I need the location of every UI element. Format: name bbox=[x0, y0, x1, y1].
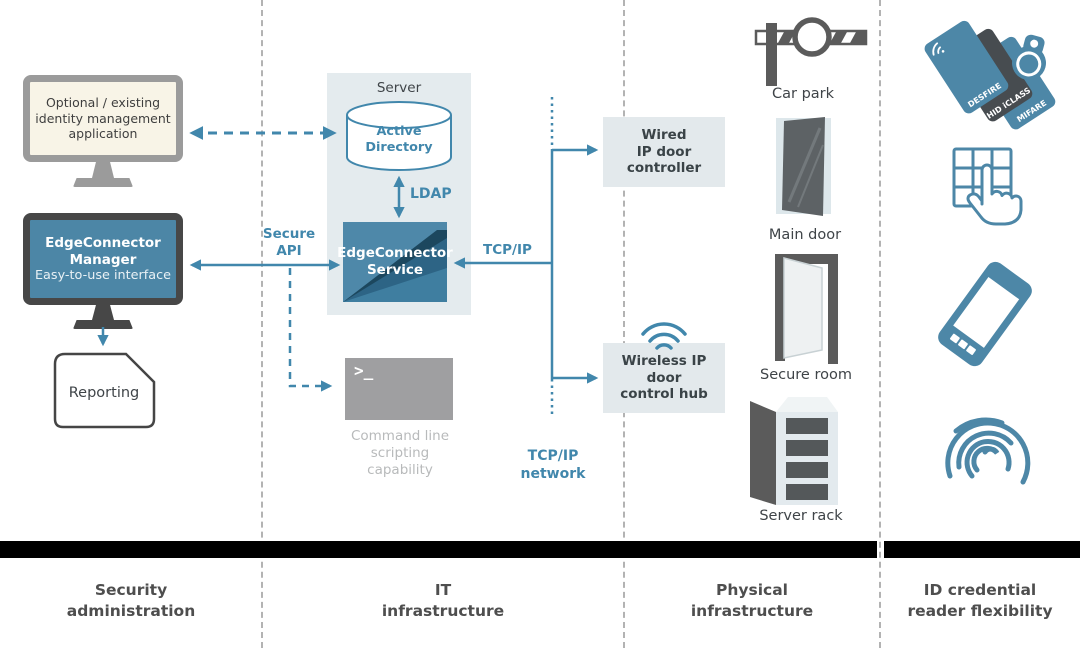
ldap-label: LDAP bbox=[410, 186, 452, 202]
manager-title: EdgeConnector Manager bbox=[45, 234, 161, 268]
wireless-hub-label: Wireless IP door control hub bbox=[620, 352, 708, 403]
manager-monitor-base bbox=[73, 320, 133, 329]
contactless-icon bbox=[932, 42, 945, 56]
car-park-icon bbox=[754, 17, 868, 86]
terminal-prompt-icon: >_ bbox=[354, 361, 374, 380]
secure-room-icon bbox=[775, 254, 838, 364]
tcpip-network-label: TCP/IP network bbox=[520, 448, 586, 482]
divider-1 bbox=[261, 0, 263, 648]
identity-monitor-base bbox=[73, 178, 133, 187]
column-label-physical: Physical infrastructure bbox=[690, 581, 814, 620]
manager-subtitle: Easy-to-use interface bbox=[34, 268, 172, 284]
identity-app-monitor: Optional / existing identity management … bbox=[23, 75, 183, 162]
terminal-box: >_ bbox=[345, 358, 453, 420]
command-line-caption: Command line scripting capability bbox=[350, 428, 450, 478]
reporting-shape bbox=[53, 352, 156, 429]
fingerprint-icon bbox=[945, 417, 1031, 485]
card-label-hid: HID iCLASS bbox=[985, 86, 1032, 121]
service-label: EdgeConnector Service bbox=[337, 245, 453, 278]
pressing-hand-icon bbox=[966, 163, 1023, 226]
manager-monitor-text: EdgeConnector Manager Easy-to-use interf… bbox=[35, 235, 171, 284]
server-rack-label: Server rack bbox=[759, 508, 843, 524]
tcpip-label: TCP/IP bbox=[483, 242, 532, 258]
column-label-id: ID credential reader flexibility bbox=[907, 581, 1053, 620]
server-rack-icon bbox=[750, 397, 838, 505]
phone-icon bbox=[938, 261, 1032, 367]
card-label-mifare: MIFARE bbox=[1015, 98, 1048, 124]
reporting-label: Reporting bbox=[68, 385, 140, 401]
service-box-art bbox=[343, 222, 447, 302]
car-park-label: Car park bbox=[771, 86, 835, 102]
id-cards-icon: MIFARE HID iCLASS DESFIRE bbox=[924, 20, 1056, 130]
bottom-bar-left bbox=[0, 541, 877, 558]
key-fob-icon bbox=[1012, 34, 1046, 80]
secure-api-label: Secure API bbox=[262, 226, 316, 259]
wired-controller-box: Wired IP door controller bbox=[603, 117, 725, 187]
identity-app-text: Optional / existing identity management … bbox=[35, 95, 171, 142]
wired-controller-label: Wired IP door controller bbox=[626, 126, 702, 177]
api-scripting-arrow bbox=[288, 268, 333, 392]
main-door-icon bbox=[776, 117, 831, 216]
manager-monitor-neck bbox=[92, 305, 114, 320]
server-label: Server bbox=[376, 80, 422, 96]
divider-3 bbox=[879, 0, 881, 648]
wireless-hub-box: Wireless IP door control hub bbox=[603, 343, 725, 413]
column-label-security: Security administration bbox=[66, 581, 196, 620]
active-directory-label: Active Directory bbox=[365, 124, 433, 155]
identity-monitor-neck bbox=[92, 162, 114, 178]
active-directory-cylinder bbox=[346, 101, 452, 171]
card-label-desfire: DESFIRE bbox=[966, 81, 1003, 109]
keypad-icon bbox=[952, 147, 1023, 226]
divider-2 bbox=[623, 0, 625, 648]
manager-monitor: EdgeConnector Manager Easy-to-use interf… bbox=[23, 213, 183, 305]
column-label-it: IT infrastructure bbox=[381, 581, 505, 620]
secure-room-label: Secure room bbox=[760, 367, 852, 383]
edgeconnector-service-box: EdgeConnector Service bbox=[337, 222, 453, 302]
bottom-bar-right bbox=[884, 541, 1080, 558]
main-door-label: Main door bbox=[768, 227, 842, 243]
